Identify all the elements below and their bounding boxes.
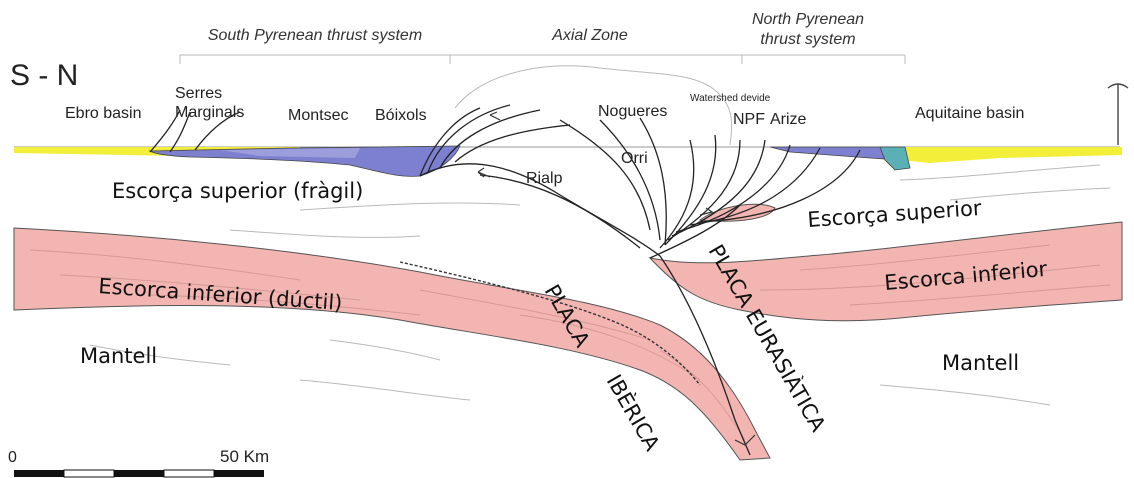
label-upper-crust-left: Escorça superior (fràgil) xyxy=(112,179,363,203)
label-mantle-left: Mantell xyxy=(80,344,157,368)
header-north-1: North Pyrenean xyxy=(752,11,864,28)
north-teal-sheet xyxy=(880,147,910,170)
north-marker-icon xyxy=(1108,84,1128,145)
label-aquitaine: Aquitaine basin xyxy=(915,105,1024,122)
scale-label: 50 Km xyxy=(220,447,269,466)
label-arize: Arize xyxy=(770,111,807,128)
label-mantle-right: Mantell xyxy=(942,351,1019,375)
label-iberian-2: IBÈRICA xyxy=(602,370,666,456)
header-south: South Pyrenean thrust system xyxy=(208,27,422,44)
header-north-2: thrust system xyxy=(760,31,855,48)
header-brackets xyxy=(180,55,905,64)
label-nogueres: Nogueres xyxy=(598,103,667,120)
label-watershed: Watershed devide xyxy=(690,93,771,104)
label-rialp: Rialp xyxy=(526,170,563,187)
label-upper-crust-right: Escorça superior xyxy=(807,196,983,232)
scale-zero: 0 xyxy=(8,449,17,466)
label-ebro: Ebro basin xyxy=(65,105,142,122)
label-orri: Orri xyxy=(621,150,648,167)
label-montsec: Montsec xyxy=(288,107,348,124)
label-serres-1: Serres xyxy=(175,85,222,102)
label-serres-2: Marginals xyxy=(175,104,244,121)
label-npf: NPF xyxy=(733,111,765,128)
section-label: S - N xyxy=(10,59,78,92)
scale-bar xyxy=(14,470,264,477)
axial-dome-outline xyxy=(455,66,732,145)
label-boixols: Bóixols xyxy=(375,107,427,124)
header-axial: Axial Zone xyxy=(551,27,628,44)
